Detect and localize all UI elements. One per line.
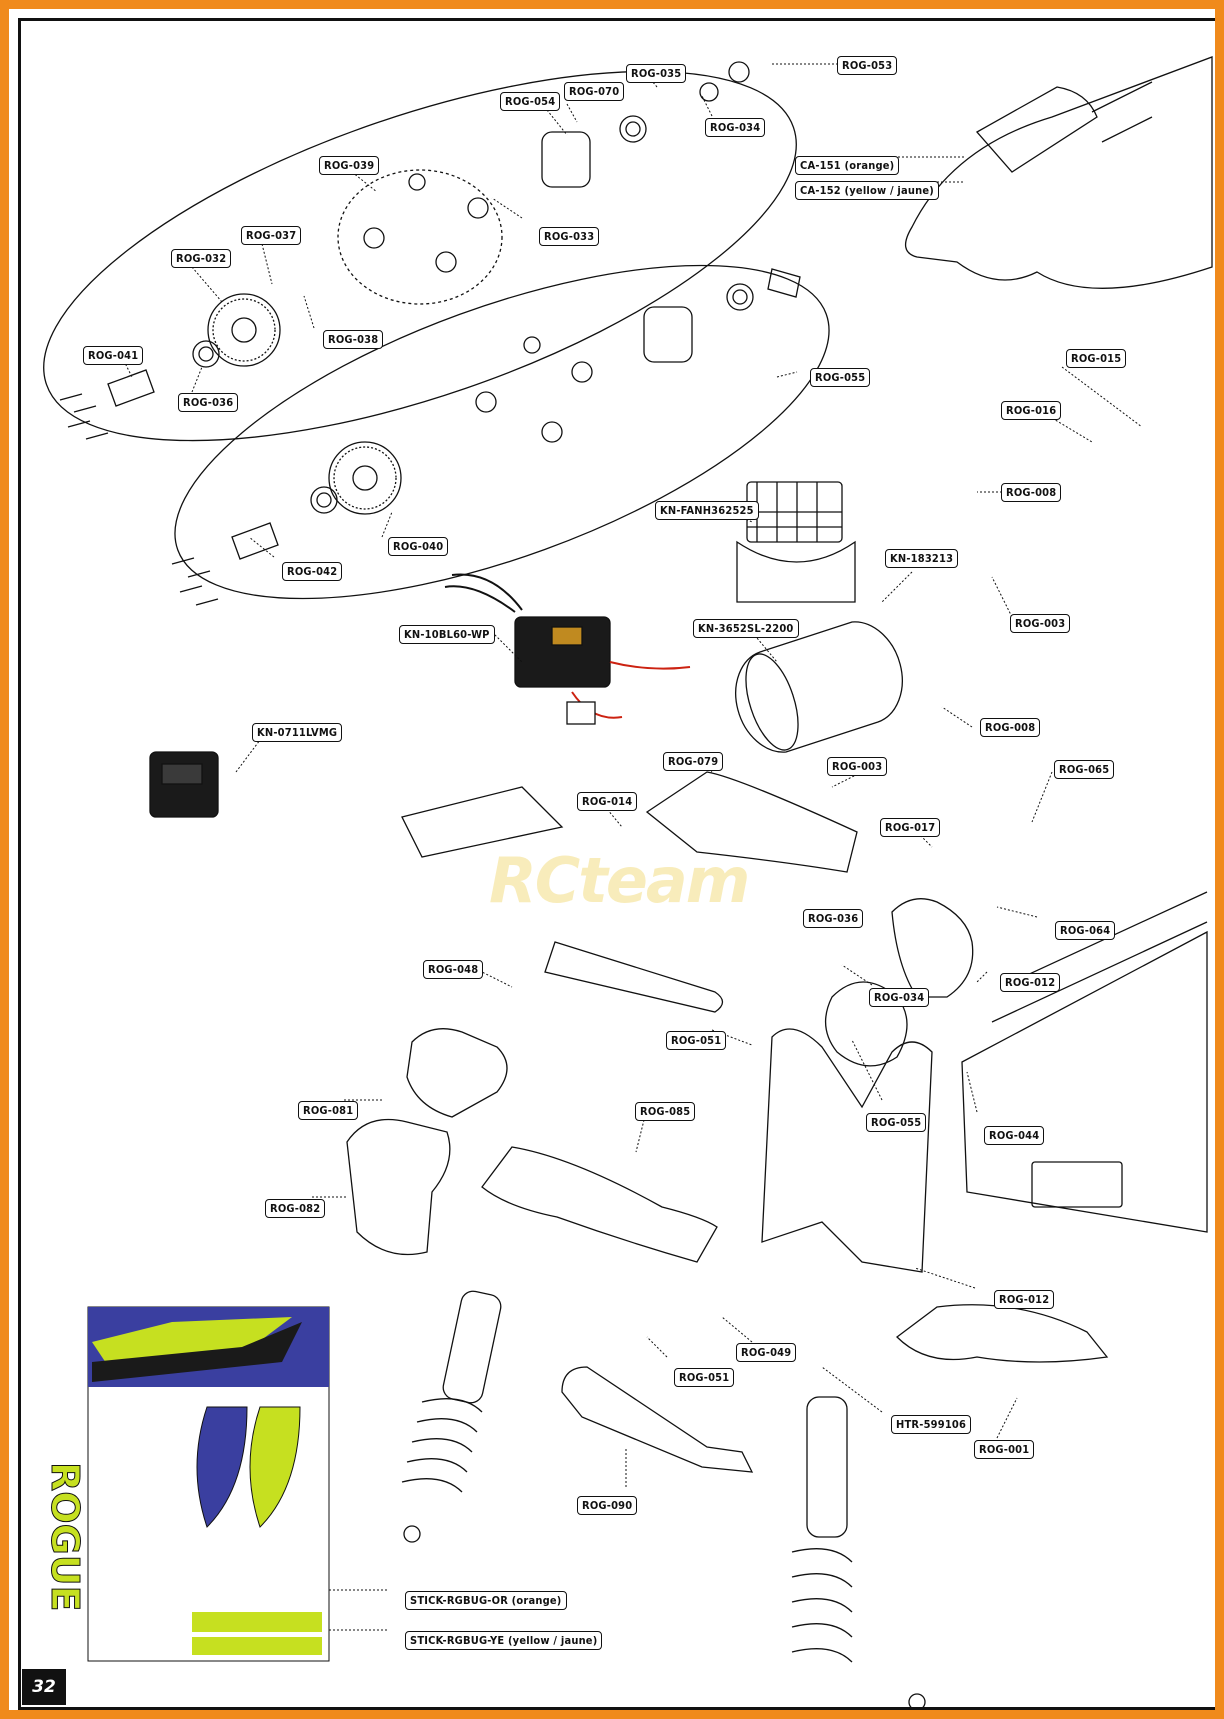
label-rog-016: ROG-016 [1001, 401, 1062, 420]
c-hub-drawing [346, 1118, 451, 1256]
label-rog-012: ROG-012 [1000, 973, 1061, 992]
label-rog-037: ROG-037 [241, 226, 302, 245]
label-rog-034: ROG-034 [705, 118, 766, 137]
label-rog-017: ROG-017 [880, 818, 941, 837]
label-rog-065: ROG-065 [1054, 760, 1115, 779]
label-rog-036: ROG-036 [803, 909, 864, 928]
diff-case-rear [643, 306, 693, 363]
label-rog-064: ROG-064 [1055, 921, 1116, 940]
front-diff-group-outline [43, 70, 797, 442]
label-rog-081: ROG-081 [298, 1101, 359, 1120]
watermark: RCteam [489, 844, 750, 917]
motor-drawing [735, 621, 903, 753]
label-rog-012: ROG-012 [994, 1290, 1055, 1309]
decal-sheet-drawing: ROGUE [43, 1306, 330, 1662]
label-rog-042: ROG-042 [282, 562, 343, 581]
label-rog-090: ROG-090 [577, 1496, 638, 1515]
servo-saver-drawing [645, 771, 858, 873]
label-stick-rgbug-or: STICK-RGBUG-OR (orange) [405, 1591, 567, 1610]
lower-arm-rear [896, 1304, 1109, 1363]
diff-drawing [825, 981, 908, 1067]
label-ca-152: CA-152 (yellow / jaune) [795, 181, 940, 200]
label-rog-051: ROG-051 [666, 1031, 727, 1050]
label-rog-053: ROG-053 [837, 56, 898, 75]
label-rog-085: ROG-085 [635, 1102, 696, 1121]
label-rog-003: ROG-003 [1010, 614, 1071, 633]
label-rog-079: ROG-079 [663, 752, 724, 771]
label-rog-049: ROG-049 [736, 1343, 797, 1362]
label-rog-034: ROG-034 [869, 988, 930, 1007]
spur-gear-rear [328, 441, 402, 515]
label-rog-032: ROG-032 [171, 249, 232, 268]
label-rog-015: ROG-015 [1066, 349, 1127, 368]
label-kn-10bl60-wp: KN-10BL60-WP [399, 625, 495, 644]
label-htr-599106: HTR-599106 [891, 1415, 972, 1434]
label-rog-048: ROG-048 [423, 960, 484, 979]
page-number: 32 [22, 1669, 66, 1705]
label-rog-001: ROG-001 [974, 1440, 1035, 1459]
lower-arm-front [481, 1146, 718, 1263]
label-rog-014: ROG-014 [577, 792, 638, 811]
label-rog-055: ROG-055 [810, 368, 871, 387]
label-rog-040: ROG-040 [388, 537, 449, 556]
label-kn-fanh362525: KN-FANH362525 [655, 501, 759, 520]
heatsink-fan-drawing [736, 481, 856, 603]
label-kn-3652sl-2200: KN-3652SL-2200 [693, 619, 799, 638]
label-rog-008: ROG-008 [980, 718, 1041, 737]
steering-block-drawing [406, 1028, 508, 1118]
wrench-drawing [561, 1366, 754, 1473]
label-rog-044: ROG-044 [984, 1126, 1045, 1145]
spur-gear-front [207, 293, 281, 367]
label-rog-054: ROG-054 [500, 92, 561, 111]
label-rog-035: ROG-035 [626, 64, 687, 83]
diagram-area: ROGUE RCteam ROG-053 ROG-035 ROG-070 ROG… [18, 18, 1215, 1710]
svg-text:ROGUE: ROGUE [43, 1462, 87, 1612]
label-rog-070: ROG-070 [564, 82, 625, 101]
label-ca-151: CA-151 (orange) [795, 156, 900, 175]
label-rog-008: ROG-008 [1001, 483, 1062, 502]
label-rog-003: ROG-003 [827, 757, 888, 776]
label-rog-055: ROG-055 [866, 1113, 927, 1132]
label-stick-rgbug-ye: STICK-RGBUG-YE (yellow / jaune) [405, 1631, 603, 1650]
gearbox-drawing [891, 898, 974, 998]
steering-link-drawing [544, 941, 724, 1013]
label-kn-183213: KN-183213 [885, 549, 959, 568]
label-rog-036: ROG-036 [178, 393, 239, 412]
chassis-drawing [961, 891, 1208, 1233]
label-rog-041: ROG-041 [83, 346, 144, 365]
body-shell-drawing [905, 56, 1213, 289]
diff-case-front [541, 131, 591, 188]
front-shock-drawing [401, 1290, 502, 1543]
bumper-brace-drawing [401, 786, 564, 858]
label-rog-051: ROG-051 [674, 1368, 735, 1387]
label-rog-033: ROG-033 [539, 227, 600, 246]
label-rog-082: ROG-082 [265, 1199, 326, 1218]
rear-diff-group-outline [174, 264, 830, 600]
exploded-parts-drawing: ROGUE [43, 56, 1213, 1707]
label-rog-038: ROG-038 [323, 330, 384, 349]
front-bulkhead-drawing [761, 1028, 933, 1273]
label-kn-0711lvmg: KN-0711LVMG [252, 723, 343, 742]
rear-shock-drawing [791, 1396, 926, 1707]
label-rog-039: ROG-039 [319, 156, 380, 175]
esc-drawing [444, 573, 691, 725]
spider-gear-group-outline [337, 169, 503, 305]
